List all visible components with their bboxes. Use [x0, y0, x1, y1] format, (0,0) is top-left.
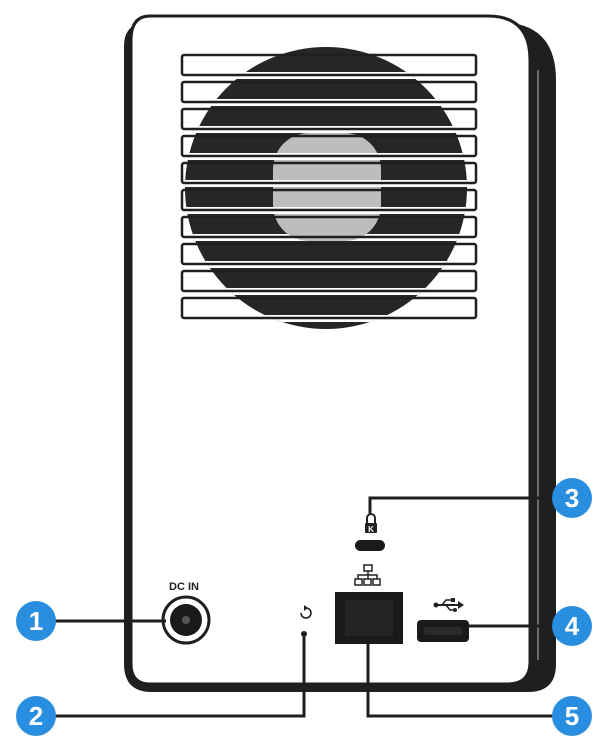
leader-lines	[36, 496, 572, 718]
ethernet-port	[335, 564, 403, 644]
callout-number-3: 3	[565, 483, 579, 513]
reset-button	[300, 605, 312, 637]
dc-in-port: DC IN	[161, 581, 211, 645]
callout-4: 4	[552, 606, 592, 646]
vent-slat-outlines	[180, 53, 478, 320]
ethernet-icon	[354, 564, 381, 586]
usb-icon	[433, 598, 464, 612]
leader-line-3	[368, 496, 572, 514]
fan-vent	[180, 47, 478, 329]
kensington-lock-slot: K	[355, 513, 385, 551]
callout-5: 5	[552, 696, 592, 736]
reset-icon	[300, 605, 312, 619]
leader-line-5	[366, 644, 572, 718]
callout-number-2: 2	[29, 701, 43, 731]
callout-number-5: 5	[565, 701, 579, 731]
leader-line-2	[36, 637, 306, 718]
svg-text:K: K	[368, 525, 374, 534]
callout-3: 3	[552, 478, 592, 518]
usb-port	[417, 598, 469, 642]
dc-in-label: DC IN	[169, 581, 199, 593]
callout-number-4: 4	[565, 611, 580, 641]
callout-2: 2	[16, 696, 56, 736]
callout-number-1: 1	[29, 606, 43, 636]
callout-1: 1	[16, 601, 56, 641]
